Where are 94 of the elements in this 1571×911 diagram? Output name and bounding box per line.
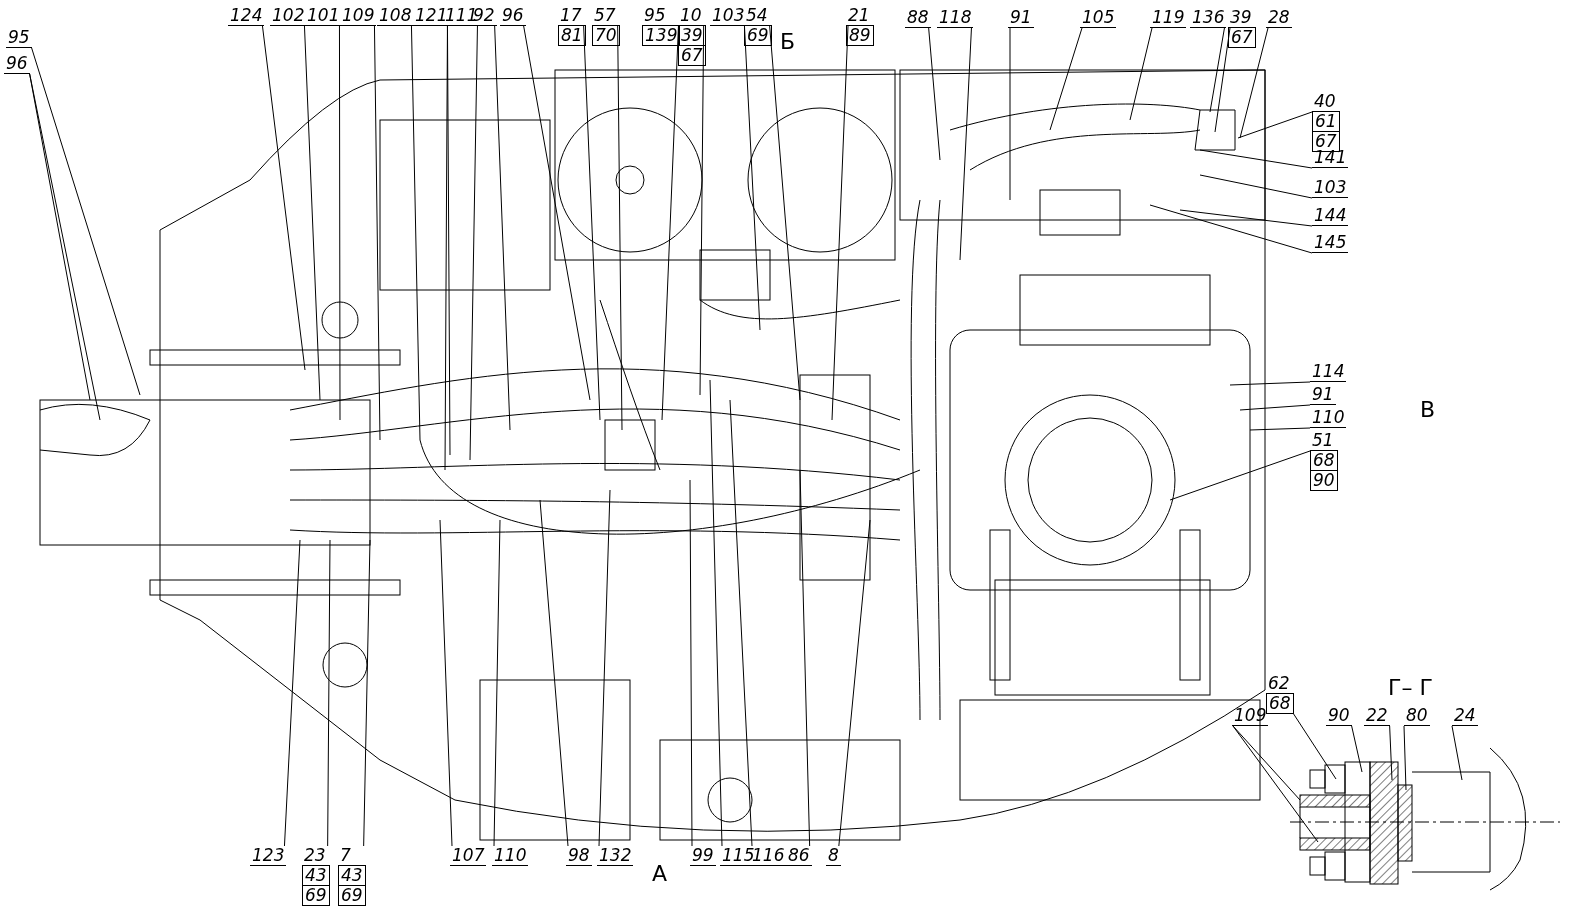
- leader-line: [729, 399, 753, 847]
- callout-number: 144: [1312, 206, 1349, 226]
- callout-number: 101: [305, 6, 342, 26]
- callout-number: 102: [270, 6, 307, 26]
- callout-number: 103: [1312, 178, 1349, 198]
- leader-line: [1389, 725, 1393, 781]
- callout-number: 8: [826, 846, 841, 866]
- callout-number: 96: [4, 54, 30, 74]
- callout-number: 107: [450, 846, 487, 866]
- callout-number: 132: [597, 846, 634, 866]
- callout-number: 51 68 90: [1310, 431, 1338, 491]
- leader-line: [283, 539, 301, 847]
- callout-number: 114: [1310, 362, 1347, 382]
- callout-number: 124: [228, 6, 265, 26]
- leader-line: [539, 499, 569, 847]
- leader-line: [1239, 404, 1311, 411]
- leader-line: [699, 25, 705, 396]
- leader-line: [31, 47, 141, 396]
- callout-number: 103: [710, 6, 747, 26]
- callout-number: 96: [500, 6, 526, 26]
- leader-line: [831, 25, 849, 421]
- callout-number: 136: [1190, 8, 1227, 28]
- leader-line: [1214, 27, 1231, 133]
- leader-line: [1129, 27, 1153, 121]
- callout-number: 22: [1364, 706, 1390, 726]
- callout-number: 40 61 67: [1312, 92, 1340, 152]
- leader-line: [494, 25, 511, 431]
- leader-line: [709, 379, 723, 847]
- callout-number: 7 43 69: [338, 846, 366, 906]
- callout-number: 28: [1266, 8, 1292, 28]
- callout-number: 110: [492, 846, 529, 866]
- leader-line: [959, 27, 972, 261]
- callout-number: 10 39 67: [678, 6, 706, 66]
- leader-line: [1239, 27, 1269, 139]
- leader-line: [327, 539, 331, 847]
- callout-number: 95: [6, 28, 32, 48]
- callout-number: 90: [1326, 706, 1352, 726]
- callout-number: 109: [340, 6, 377, 26]
- callout-number: 108: [377, 6, 414, 26]
- leader-line: [689, 479, 693, 847]
- leader-line: [1049, 27, 1083, 131]
- leader-line: [1149, 204, 1313, 254]
- leader-line: [1403, 725, 1407, 791]
- leader-line: [1229, 381, 1311, 386]
- callout-number: 80: [1404, 706, 1430, 726]
- leader-line: [1199, 149, 1313, 169]
- callout-number: 119: [1150, 8, 1187, 28]
- leader-line: [617, 25, 623, 431]
- leader-line: [338, 25, 341, 421]
- leader-line: [1209, 27, 1225, 113]
- leader-line: [29, 73, 101, 421]
- leader-line: [1351, 725, 1363, 773]
- leader-line: [598, 489, 611, 847]
- callout-number: 118: [937, 8, 974, 28]
- view-mark: Б: [780, 30, 796, 54]
- leader-line: [363, 539, 371, 847]
- callout-number: 109: [1232, 706, 1269, 726]
- leader-line: [1237, 111, 1313, 139]
- leader-line: [439, 519, 453, 847]
- callout-number: 145: [1312, 233, 1349, 253]
- callout-number: 86: [786, 846, 812, 866]
- leader-line: [493, 519, 501, 847]
- callout-number: 105: [1080, 8, 1117, 28]
- callout-number: 91: [1310, 385, 1336, 405]
- leader-line: [469, 25, 478, 461]
- view-mark: А: [652, 862, 668, 886]
- callout-number: 24: [1452, 706, 1478, 726]
- leader-line: [928, 27, 941, 161]
- leader-line: [1179, 209, 1313, 227]
- leader-line: [1451, 725, 1463, 781]
- leader-line: [444, 25, 448, 471]
- view-mark: Г– Г: [1388, 676, 1433, 700]
- leader-line: [1232, 725, 1319, 843]
- callout-number: 99: [690, 846, 716, 866]
- leader-line: [410, 25, 421, 441]
- leader-line: [769, 25, 801, 401]
- leader-line: [583, 25, 601, 421]
- callout-number: 110: [1310, 408, 1347, 428]
- leader-line: [799, 469, 811, 847]
- leader-line: [523, 25, 591, 401]
- view-mark: В: [1420, 398, 1436, 422]
- leader-line: [1169, 450, 1311, 501]
- leader-line: [303, 25, 321, 401]
- callout-number: 123: [250, 846, 287, 866]
- callout-number: 23 43 69: [302, 846, 330, 906]
- callout-number: 88: [905, 8, 931, 28]
- leader-line: [1199, 174, 1313, 199]
- leader-line: [261, 25, 306, 371]
- leader-line: [373, 25, 381, 441]
- leader-line: [1249, 427, 1311, 431]
- callout-number: 91: [1008, 8, 1034, 28]
- leader-line: [1009, 27, 1011, 201]
- callout-number: 98: [566, 846, 592, 866]
- leader-line: [838, 519, 871, 847]
